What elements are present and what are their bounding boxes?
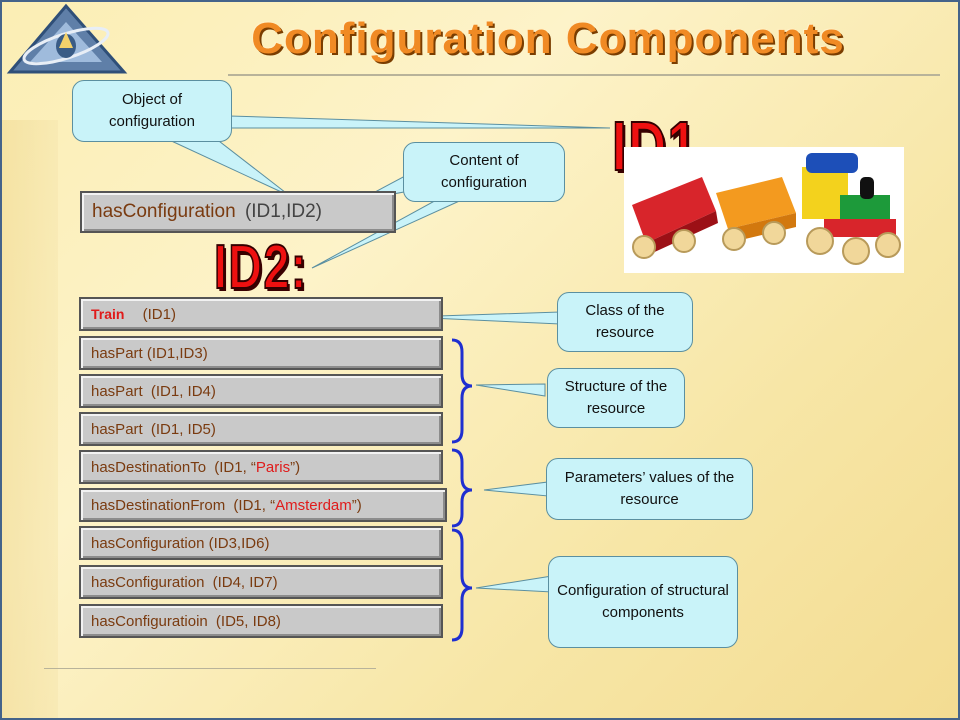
row-has-destination-from: hasDestinationFrom (ID1, “Amsterdam”)	[79, 488, 447, 522]
row-args: (ID1, ID5)	[150, 421, 216, 438]
row-keyword: hasPart	[91, 421, 143, 438]
row-args: (ID1)	[142, 306, 176, 323]
id2-label: ID2:	[213, 232, 308, 303]
has-configuration-args: (ID1,ID2)	[244, 201, 323, 222]
brace-structure	[451, 338, 473, 444]
callout-configuration-structural: Configuration of structural components	[548, 556, 738, 648]
brace-parameters	[451, 448, 473, 528]
row-args: (ID3,ID6)	[208, 535, 270, 552]
row-haspart-id4: hasPart (ID1, ID4)	[79, 374, 443, 408]
row-keyword: hasDestinationFrom	[91, 497, 226, 514]
row-haspart-id5: hasPart (ID1, ID5)	[79, 412, 443, 446]
row-hasconfiguratioin-id8: hasConfiguratioin (ID5, ID8)	[79, 604, 443, 638]
row-args-pre: (ID1, “	[233, 497, 276, 514]
row-hasconfiguration-id7: hasConfiguration (ID4, ID7)	[79, 565, 443, 599]
row-train: Train (ID1)	[79, 297, 443, 331]
row-keyword: hasConfiguration	[91, 535, 205, 552]
row-keyword: Train	[91, 306, 125, 322]
row-args: (ID5, ID8)	[215, 613, 281, 630]
row-value: Paris	[255, 459, 291, 476]
row-keyword: hasConfiguratioin	[91, 613, 208, 630]
has-configuration-box: hasConfiguration (ID1,ID2)	[80, 191, 396, 233]
slide-title: Configuration Components	[251, 14, 845, 63]
brace-configuration	[451, 528, 473, 642]
left-band	[0, 120, 58, 720]
callout-structure-of-resource: Structure of the resource	[547, 368, 685, 428]
row-haspart-id3: hasPart (ID1,ID3)	[79, 336, 443, 370]
toy-train-image	[624, 147, 904, 273]
callout-object-of-configuration: Object of configuration	[72, 80, 232, 142]
callout-parameters-values: Parameters’ values of the resource	[546, 458, 753, 520]
row-keyword: hasPart	[91, 383, 143, 400]
callout-class-of-resource: Class of the resource	[557, 292, 693, 352]
callout-content-of-configuration: Content of configuration	[403, 142, 565, 202]
row-keyword: hasDestinationTo	[91, 459, 207, 476]
row-args: (ID1, ID4)	[150, 383, 216, 400]
title-divider	[228, 74, 940, 76]
row-args-post: ”)	[290, 459, 301, 476]
bottom-divider	[44, 668, 376, 669]
row-args-pre: (ID1, “	[214, 459, 256, 476]
row-args-post: ”)	[351, 497, 362, 514]
row-args: (ID4, ID7)	[212, 574, 278, 591]
row-hasconfiguration-id6: hasConfiguration (ID3,ID6)	[79, 526, 443, 560]
logo-icon	[6, 3, 128, 74]
row-keyword: hasPart	[91, 345, 143, 362]
row-has-destination-to: hasDestinationTo (ID1, “Paris”)	[79, 450, 443, 484]
row-value: Amsterdam	[275, 497, 352, 514]
row-keyword: hasConfiguration	[91, 574, 205, 591]
structure-callout-pointer	[475, 383, 546, 397]
has-configuration-keyword: hasConfiguration	[92, 201, 236, 222]
row-args: (ID1,ID3)	[146, 345, 208, 362]
